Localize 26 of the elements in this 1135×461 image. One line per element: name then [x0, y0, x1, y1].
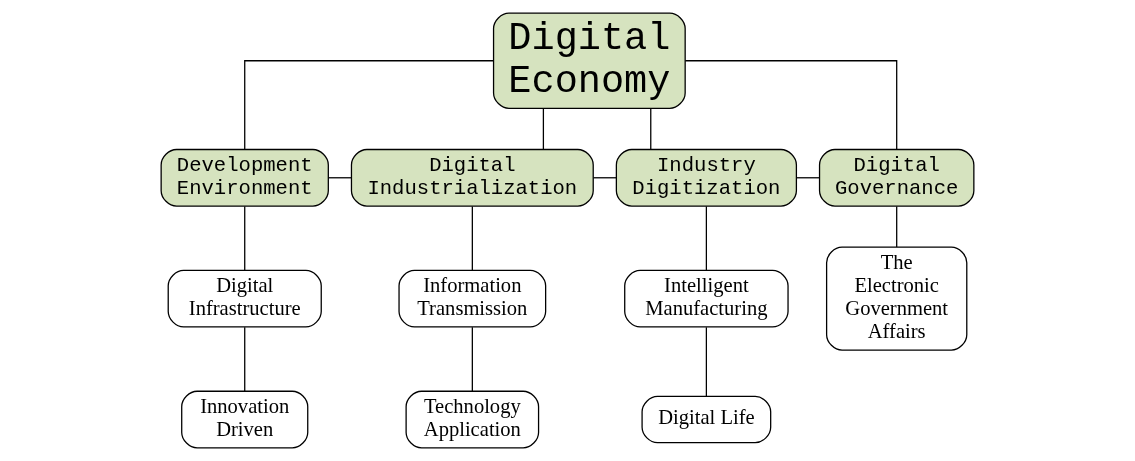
connector	[244, 326, 246, 392]
node-box: Technology Application	[405, 390, 540, 449]
connector	[471, 205, 473, 271]
node-box: Innovation Driven	[181, 390, 309, 449]
connector	[244, 60, 494, 151]
connector	[244, 205, 246, 271]
node-box: Information Transmission	[398, 269, 547, 328]
connector	[327, 177, 352, 179]
connector	[684, 60, 898, 151]
connector	[896, 205, 898, 248]
connector	[705, 326, 708, 397]
node-box: Industry Digitization	[615, 148, 798, 207]
node-box: Digital Industrialization	[350, 148, 594, 207]
connector	[542, 107, 545, 150]
connector	[592, 177, 617, 179]
connector	[650, 107, 652, 150]
node-box: Digital Infrastructure	[167, 269, 322, 328]
node-box: Digital Economy	[492, 12, 686, 109]
node-box: Digital Governance	[818, 148, 975, 207]
connector	[795, 177, 821, 179]
node-box: Digital Life	[641, 395, 772, 444]
node-box: Development Environment	[160, 148, 329, 207]
node-box: Intelligent Manufacturing	[624, 269, 789, 328]
connector	[705, 205, 708, 271]
node-box: The Electronic Government Affairs	[825, 246, 968, 351]
connector	[471, 326, 473, 392]
